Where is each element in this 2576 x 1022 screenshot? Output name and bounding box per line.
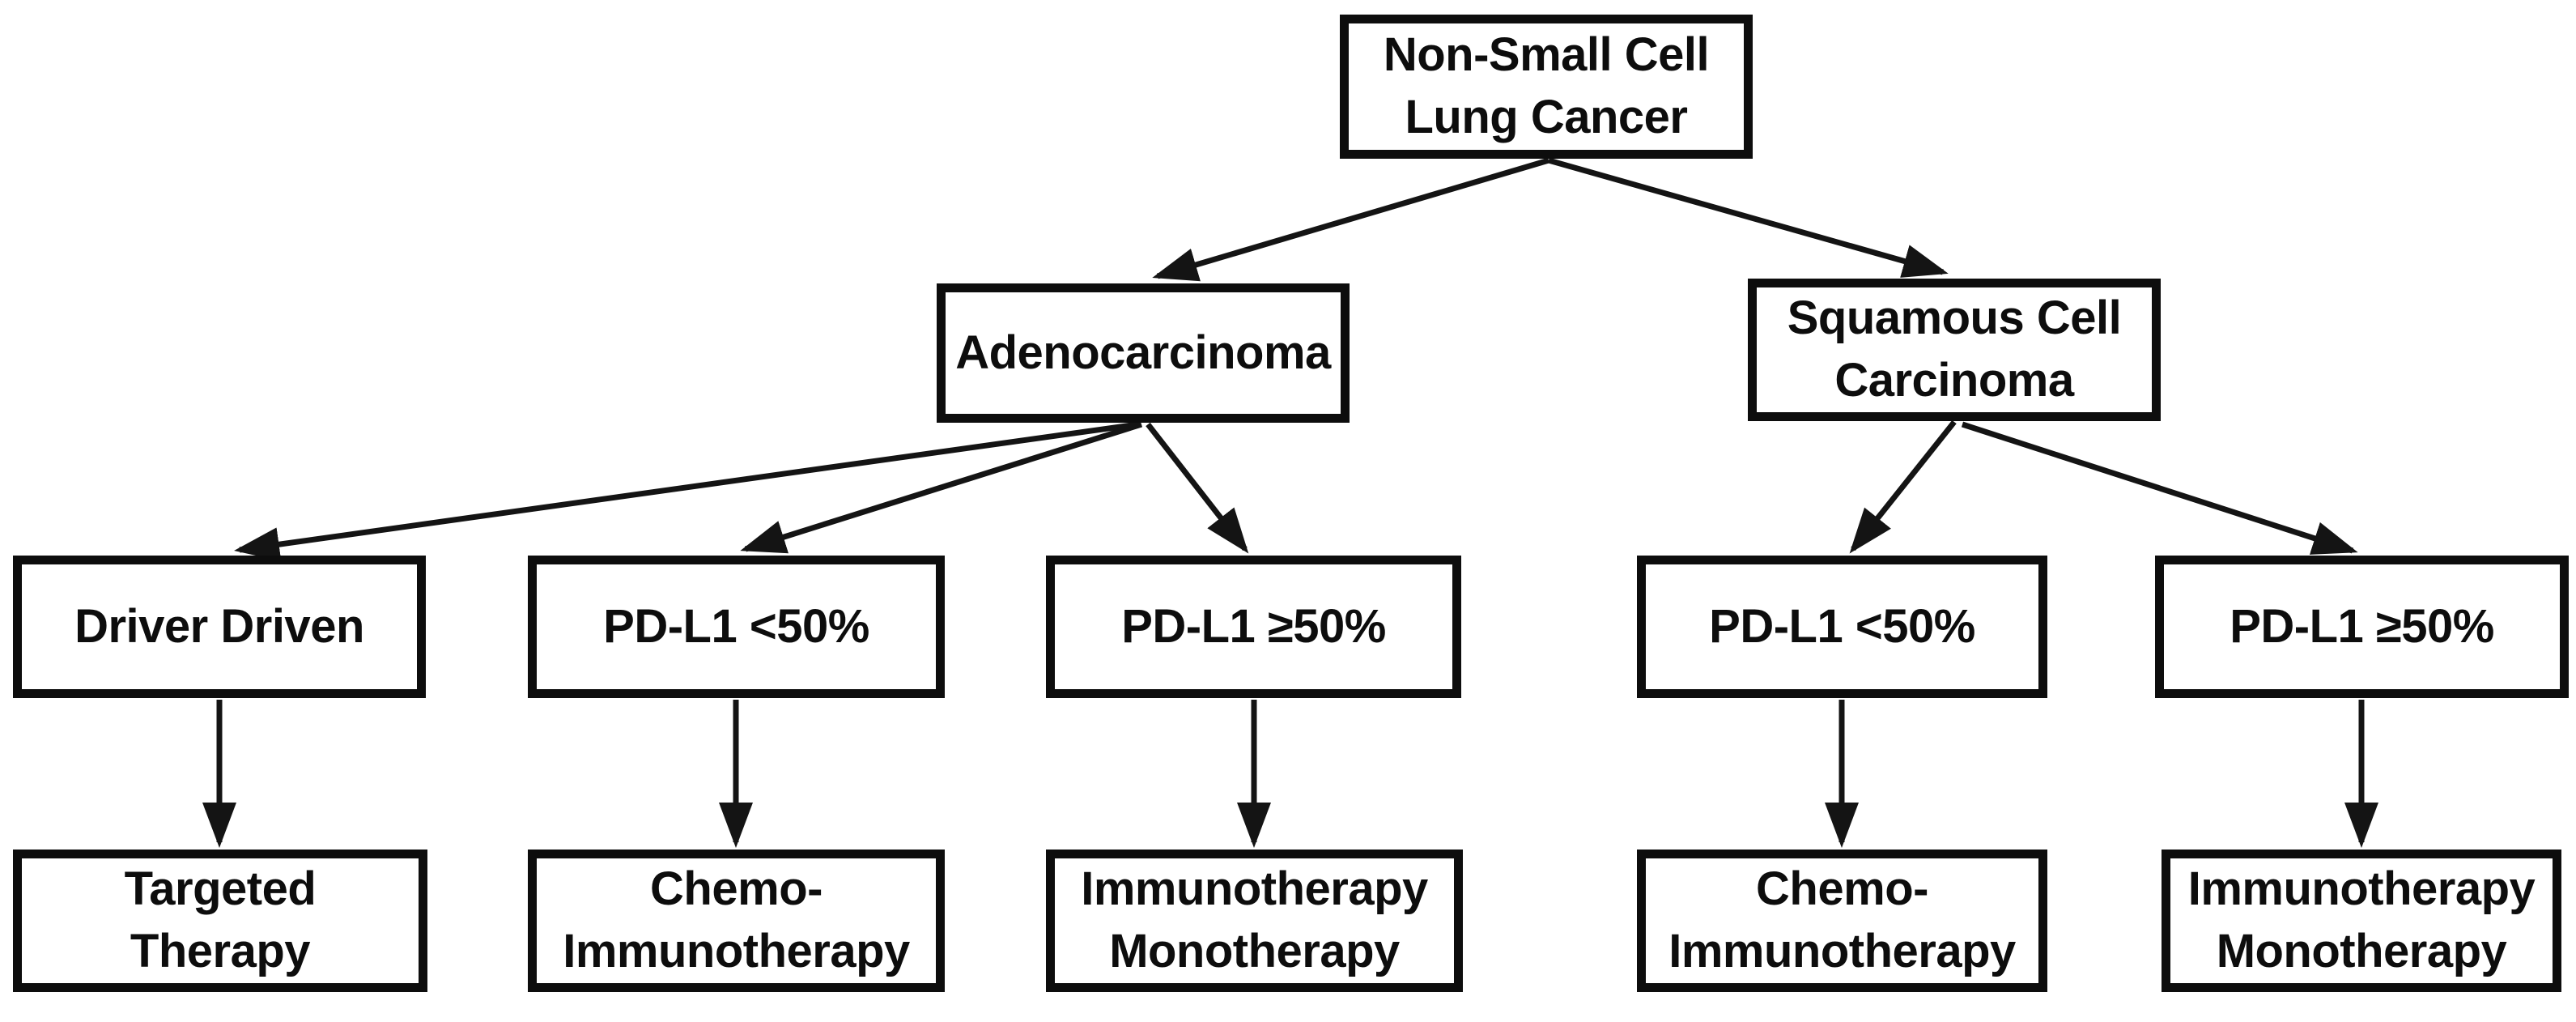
edge-nsclc-squamous — [1548, 157, 1949, 278]
node-adeno-chemo-immunotherapy: Chemo- Immunotherapy — [528, 850, 945, 992]
node-squamous-cell-carcinoma: Squamous Cell Carcinoma — [1748, 279, 2161, 421]
node-driver-driven-label: Driver Driven — [74, 599, 364, 653]
edge-squamous-pdl1-lt50 — [1849, 419, 1957, 554]
node-targeted-therapy-label: Targeted Therapy — [124, 862, 317, 977]
node-squam-pdl1-ge50: PD-L1 ≥50% — [2155, 556, 2569, 698]
node-squam-pdl1-lt50-label: PD-L1 <50% — [1709, 599, 1975, 653]
node-squam-chemo-immunotherapy-label: Chemo- Immunotherapy — [1668, 862, 2016, 977]
node-adeno-pdl1-lt50: PD-L1 <50% — [528, 556, 945, 698]
node-adeno-chemo-immunotherapy-label: Chemo- Immunotherapy — [563, 862, 910, 977]
node-squam-chemo-immunotherapy: Chemo- Immunotherapy — [1637, 850, 2047, 992]
edge-nsclc-adenocarcinoma — [1152, 157, 1549, 282]
node-squam-immunotherapy-monotherapy: Immunotherapy Monotherapy — [2162, 850, 2561, 992]
node-squamous-cell-carcinoma-label: Squamous Cell Carcinoma — [1787, 292, 2122, 407]
node-non-small-cell-lung-cancer: Non-Small Cell Lung Cancer — [1340, 15, 1753, 159]
node-adeno-pdl1-ge50: PD-L1 ≥50% — [1046, 556, 1461, 698]
node-targeted-therapy: Targeted Therapy — [13, 850, 427, 992]
node-adeno-immunotherapy-monotherapy: Immunotherapy Monotherapy — [1046, 850, 1463, 992]
node-adeno-immunotherapy-monotherapy-label: Immunotherapy Monotherapy — [1081, 862, 1428, 977]
node-non-small-cell-lung-cancer-label: Non-Small Cell Lung Cancer — [1383, 28, 1710, 143]
node-adenocarcinoma-label: Adenocarcinoma — [955, 326, 1331, 379]
node-driver-driven: Driver Driven — [13, 556, 426, 698]
node-squam-pdl1-lt50: PD-L1 <50% — [1637, 556, 2047, 698]
node-adeno-pdl1-lt50-label: PD-L1 <50% — [603, 599, 869, 653]
edge-adenocarcinoma-pdl1-lt50 — [740, 421, 1143, 554]
node-adeno-pdl1-ge50-label: PD-L1 ≥50% — [1121, 599, 1386, 653]
edge-adenocarcinoma-pdl1-ge50 — [1146, 422, 1249, 554]
edge-adenocarcinoma-driver-driven — [234, 421, 1138, 562]
edge-squamous-pdl1-ge50 — [1961, 421, 2358, 555]
node-squam-pdl1-ge50-label: PD-L1 ≥50% — [2230, 599, 2494, 653]
node-squam-immunotherapy-monotherapy-label: Immunotherapy Monotherapy — [2187, 862, 2536, 977]
node-adenocarcinoma: Adenocarcinoma — [937, 283, 1350, 423]
